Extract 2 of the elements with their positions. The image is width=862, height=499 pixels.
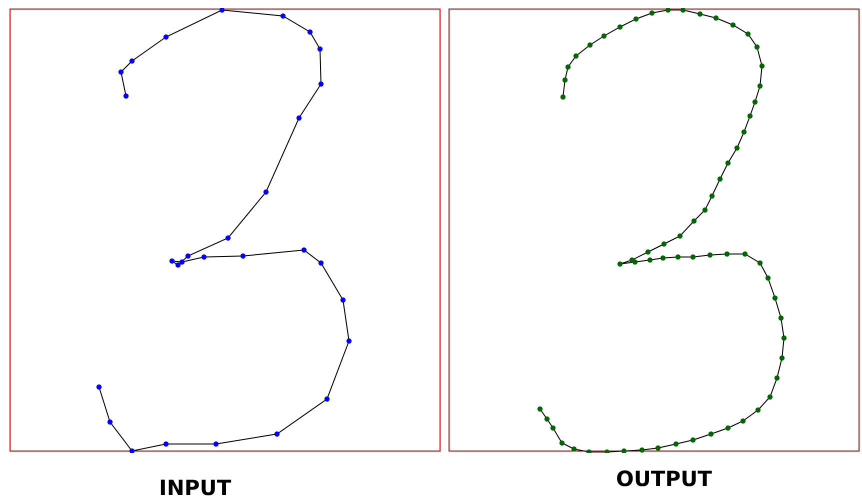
panel-heading: INPUT [159, 476, 232, 499]
panel-heading: OUTPUT [616, 467, 712, 491]
